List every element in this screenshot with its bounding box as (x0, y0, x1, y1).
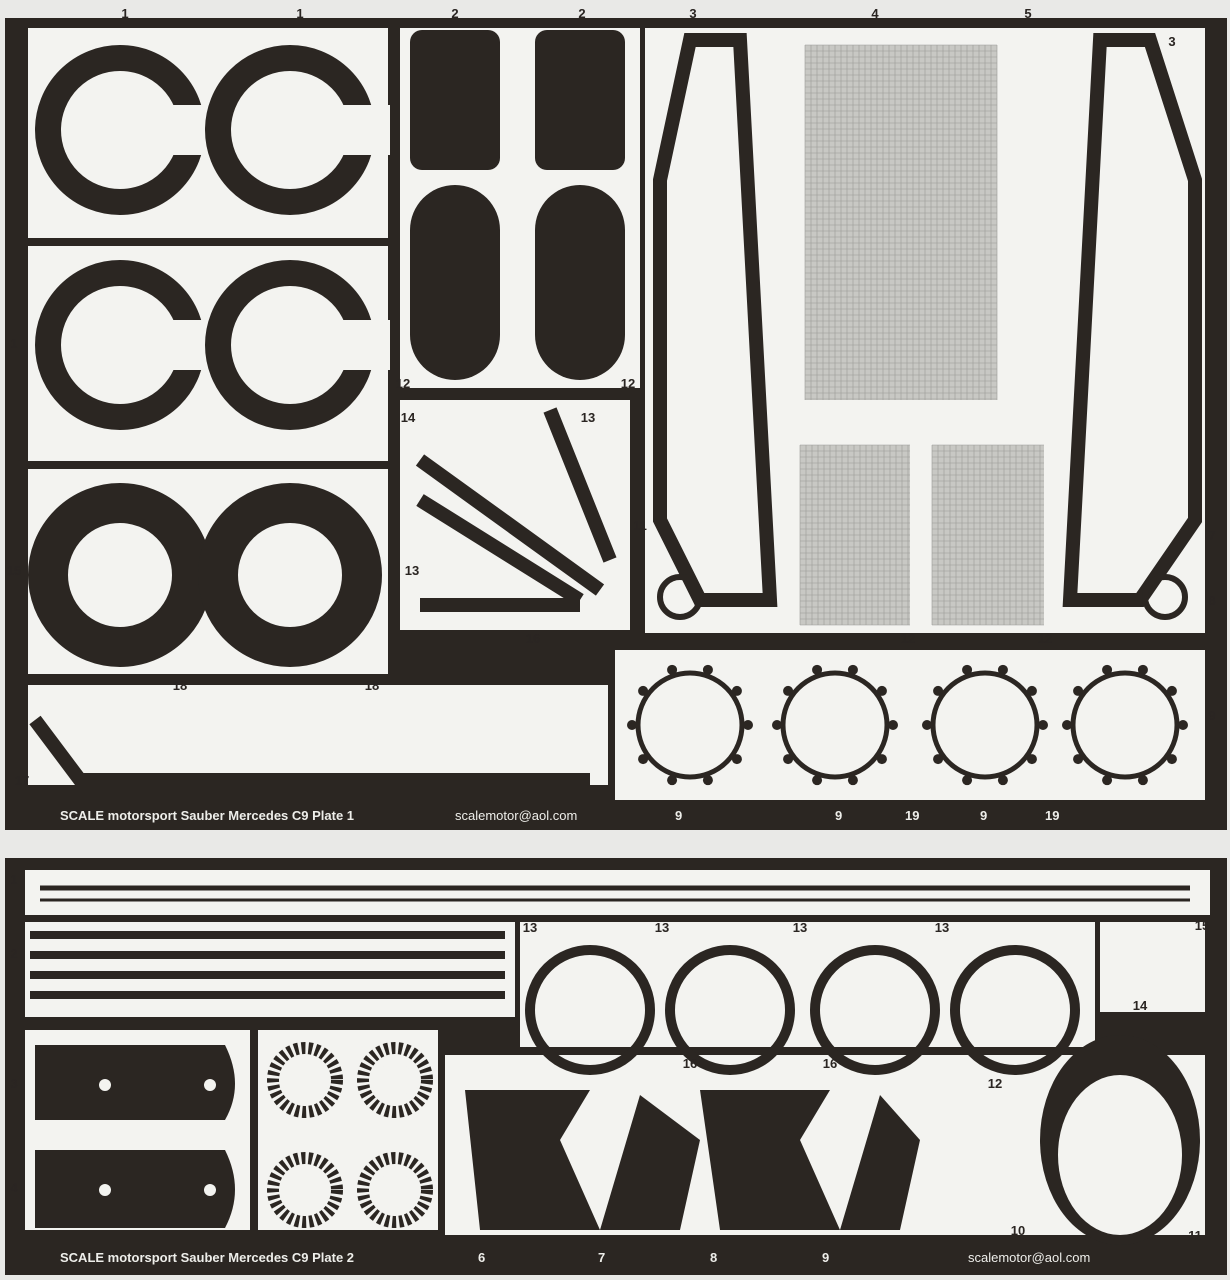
wheel-ring-part (810, 945, 940, 1075)
part-number-label: 2 (578, 6, 585, 21)
plate-2-footer-title: SCALE motorsport Sauber Mercedes C9 Plat… (60, 1250, 354, 1265)
part-number-label: 14 (1133, 998, 1148, 1013)
part-number-label: 9 (1208, 708, 1215, 723)
footer-part-number: 19 (1045, 808, 1059, 823)
part-number-label: 16 (526, 631, 540, 646)
part-number-label: 11 (633, 518, 647, 533)
part-number-label: 1 (10, 872, 17, 887)
wheel-ring-part (665, 945, 795, 1075)
part-number-label: 13 (581, 410, 595, 425)
part-number-label: 13 (405, 563, 419, 578)
part-number-label: 11 (1188, 1228, 1202, 1243)
part-number-label: 14 (401, 410, 416, 425)
footer-part-number: 9 (835, 808, 842, 823)
part-number-label: 10 (1011, 1223, 1025, 1238)
gear-ring-part (1070, 670, 1180, 780)
brake-disc-part (28, 483, 212, 667)
gear-ring-part (635, 670, 745, 780)
part-number-label: 3 (10, 1076, 17, 1091)
part-number-label: 3 (689, 6, 696, 21)
bearing-part (357, 1152, 433, 1228)
plate-1 (5, 18, 1227, 830)
part-number-label: 18 (365, 678, 379, 693)
footer-part-number: 9 (822, 1250, 829, 1265)
part-number-label: 7 (1208, 528, 1215, 543)
part-number-label: 12 (901, 631, 915, 646)
part-number-label: 1 (121, 6, 128, 21)
gear-ring-part (780, 670, 890, 780)
part-number-label: 4 (871, 6, 879, 21)
part-number-label: 12 (396, 376, 410, 391)
part-number-label: 2 (10, 946, 17, 961)
footer-part-number: 7 (598, 1250, 605, 1265)
plate-1-footer-title: SCALE motorsport Sauber Mercedes C9 Plat… (60, 808, 354, 823)
footer-part-number: 19 (905, 808, 919, 823)
part-number-label: 3 (1168, 34, 1175, 49)
bearing-part (357, 1042, 433, 1118)
part-number-label: 12 (988, 1076, 1002, 1091)
footer-part-number: 9 (675, 808, 682, 823)
brake-disc-part (198, 483, 382, 667)
part-number-label: 15 (7, 563, 21, 578)
part-number-label: 5 (1024, 6, 1031, 21)
part-number-label: 2 (451, 6, 458, 21)
plate-1-footer-email: scalemotor@aol.com (455, 808, 577, 823)
footer-part-number: 6 (478, 1250, 485, 1265)
part-number-label: 13 (935, 920, 949, 935)
part-number-label: 13 (793, 920, 807, 935)
part-number-label: 16 (823, 1056, 837, 1071)
gear-ring-part (930, 670, 1040, 780)
part-number-label: 15 (1195, 918, 1209, 933)
wheel-ring-part (950, 945, 1080, 1075)
part-number-label: 13 (655, 920, 669, 935)
part-number-label: 1 (10, 336, 17, 351)
part-number-label: 4 (10, 1180, 18, 1195)
part-number-label: 8 (1208, 593, 1215, 608)
part-number-label: 16 (683, 1056, 697, 1071)
bearing-part (267, 1152, 343, 1228)
footer-part-number: 8 (710, 1250, 717, 1265)
wheel-ring-part (525, 945, 655, 1075)
plate-2 (5, 858, 1227, 1275)
plate-2-footer-email: scalemotor@aol.com (968, 1250, 1090, 1265)
part-number-label: 1 (296, 6, 303, 21)
part-number-label: 12 (1038, 631, 1052, 646)
bearing-part (267, 1042, 343, 1118)
part-number-label: 13 (523, 920, 537, 935)
part-number-label: 18 (173, 678, 187, 693)
part-number-label: 17 (15, 773, 29, 788)
part-number-label: 12 (621, 376, 635, 391)
footer-part-number: 9 (980, 808, 987, 823)
